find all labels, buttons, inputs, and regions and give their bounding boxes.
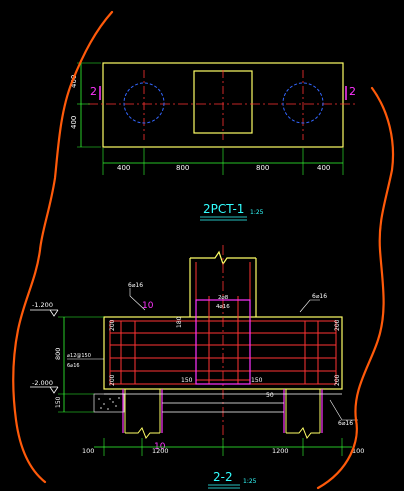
section-dim-bottom-0: 100 [82,447,94,455]
label-50: 50 [266,392,274,399]
pile-left-circle [123,82,165,124]
plan-dim-left-upper: 400 [70,75,78,88]
markup-cloud-right [316,86,395,490]
dim-150-vertical: 150 [55,396,62,408]
label-bottom-right-rebar: 6⌀16 [338,420,353,427]
elevation-top: -1.200 [32,301,53,309]
dim-200-top-left: 200 [109,319,116,331]
plan-dim-bottom-2: 800 [256,164,269,172]
plan-dim-bottom-0: 400 [117,164,130,172]
plan-title: 2PCT-1 [203,202,244,216]
dim-200-bottom-right: 200 [334,374,341,386]
plan-dim-left-lower: 400 [70,116,78,129]
label-10: 10 [142,301,154,311]
section-dim-bottom-2: 1200 [272,447,289,455]
elevation-bottom: -2.000 [32,379,53,387]
dim-150-right: 150 [251,377,263,384]
piles-section [124,389,321,439]
label-center-a: 2⌀8 [218,295,229,301]
plan-scale: 1:25 [250,209,264,216]
section-dim-bottom-3: 100 [352,447,364,455]
label-center-b: 4⌀16 [216,304,230,310]
dim-800-vertical: 800 [54,348,62,360]
dim-200-bottom-left: 200 [109,374,116,386]
label-stirrup-a: ⌀12@150 [67,353,91,359]
cushion-hatch-left [93,393,125,413]
dim-180: 180 [176,316,183,328]
plan-dim-bottom-3: 400 [317,164,330,172]
plan-view: 2 2 400 400 400 800 800 400 2PCT-1 1:25 [70,62,358,221]
section-marker-right: 2 [349,85,356,98]
label-top-left-rebar: 6⌀16 [128,282,143,289]
markup-cloud-left [12,10,114,484]
column-section [189,250,257,317]
dim-200-top-right: 200 [334,319,341,331]
label-top-right-rebar: 6⌀16 [312,293,327,300]
section-magenta [122,299,323,433]
label-stirrup-b: 6⌀16 [67,363,80,369]
section-view: 6⌀16 10 6⌀16 2⌀8 4⌀16 10 200 200 200 200… [30,245,364,489]
section-scale: 1:25 [243,478,257,485]
pile-cap-outline [102,62,344,148]
section-title: 2-2 [213,470,233,484]
plan-dim-bottom-1: 800 [176,164,189,172]
section-marker-left: 2 [90,85,97,98]
pile-right-circle [282,82,324,124]
section-dim-bottom-1: 1200 [152,447,169,455]
dim-150-left: 150 [181,377,193,384]
